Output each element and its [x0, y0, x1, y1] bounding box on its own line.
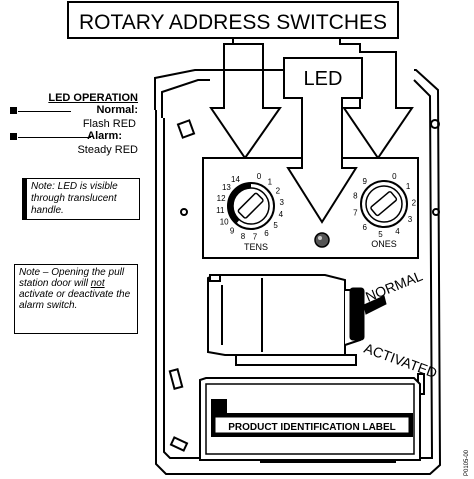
- tens-dial-number-11: 11: [216, 206, 225, 215]
- alarm-label: Alarm:: [87, 130, 122, 142]
- ones-dial-number-4: 4: [395, 227, 400, 236]
- ones-dial-number-2: 2: [412, 198, 417, 207]
- normal-label: Normal:: [96, 104, 138, 116]
- tens-dial-number-7: 7: [253, 233, 258, 242]
- tens-dial-number-1: 1: [268, 177, 273, 186]
- ones-dial-number-5: 5: [378, 230, 383, 239]
- tens-dial-number-5: 5: [273, 221, 278, 230]
- tens-dial-number-8: 8: [241, 232, 246, 241]
- switch-normal-label: NORMAL: [363, 267, 425, 304]
- door-note-prefix: Note – Opening the pull station door wil…: [19, 267, 125, 289]
- tens-dial-number-12: 12: [217, 194, 226, 203]
- door-note-suffix: activate or deactivate the alarm switch.: [19, 289, 131, 311]
- tens-dial-number-4: 4: [279, 210, 284, 219]
- pull-handle[interactable]: [207, 274, 362, 366]
- tens-dial-number-0: 0: [257, 172, 262, 181]
- tens-dial-number-2: 2: [276, 187, 281, 196]
- switch-activated-label: ACTIVATED: [362, 340, 439, 381]
- ones-label: ONES: [371, 239, 397, 249]
- ones-dial-numbers: 012 34 5 67 89: [353, 172, 417, 239]
- door-note: Note – Opening the pull station door wil…: [14, 264, 138, 334]
- label-area: [199, 377, 421, 463]
- switch-lever[interactable]: [349, 287, 387, 341]
- tens-dial[interactable]: [227, 182, 275, 230]
- normal-row: Normal:: [10, 104, 150, 118]
- product-label-text: PRODUCT IDENTIFICATION LABEL: [228, 422, 396, 433]
- tens-dial-number-3: 3: [279, 198, 284, 207]
- ones-dial[interactable]: [360, 180, 408, 228]
- ones-dial-number-1: 1: [406, 182, 411, 191]
- tens-dial-number-13: 13: [222, 183, 231, 192]
- figure-id: P0105-00: [464, 449, 470, 476]
- led-callout-title: LED: [304, 68, 343, 90]
- door-note-not: not: [90, 278, 105, 289]
- tens-label: TENS: [244, 242, 268, 252]
- alarm-value: Steady RED: [77, 144, 138, 156]
- led-indicator: [314, 232, 330, 248]
- led-visible-note: Note: LED is visible through translucent…: [22, 178, 140, 220]
- ones-dial-number-0: 0: [392, 172, 397, 181]
- ones-dial-number-8: 8: [353, 191, 358, 200]
- tens-dial-number-10: 10: [220, 218, 229, 227]
- rotary-switches-title: ROTARY ADDRESS SWITCHES: [79, 11, 387, 34]
- arrow-ones: [339, 38, 414, 160]
- normal-leader: [18, 111, 71, 112]
- alarm-marker: [10, 133, 17, 140]
- led-callout: [283, 57, 363, 224]
- ones-dial-number-7: 7: [353, 209, 358, 218]
- rotary-switches-box: [67, 1, 399, 39]
- tens-dial-number-14: 14: [231, 175, 240, 184]
- normal-value: Flash RED: [82, 118, 136, 130]
- normal-marker: [10, 107, 17, 114]
- alarm-row: Alarm:: [10, 130, 150, 144]
- ones-dial-number-9: 9: [362, 177, 367, 186]
- tens-dial-number-6: 6: [264, 229, 269, 238]
- arrow-tens: [209, 38, 282, 160]
- ones-dial-number-6: 6: [362, 223, 367, 232]
- ones-dial-number-3: 3: [408, 215, 413, 224]
- led-operation-heading: LED OPERATION: [48, 92, 138, 104]
- tens-dial-number-9: 9: [230, 227, 235, 236]
- led-operation-legend: LED OPERATION Normal: Flash RED Alarm: S…: [10, 92, 150, 156]
- alarm-leader: [18, 137, 91, 138]
